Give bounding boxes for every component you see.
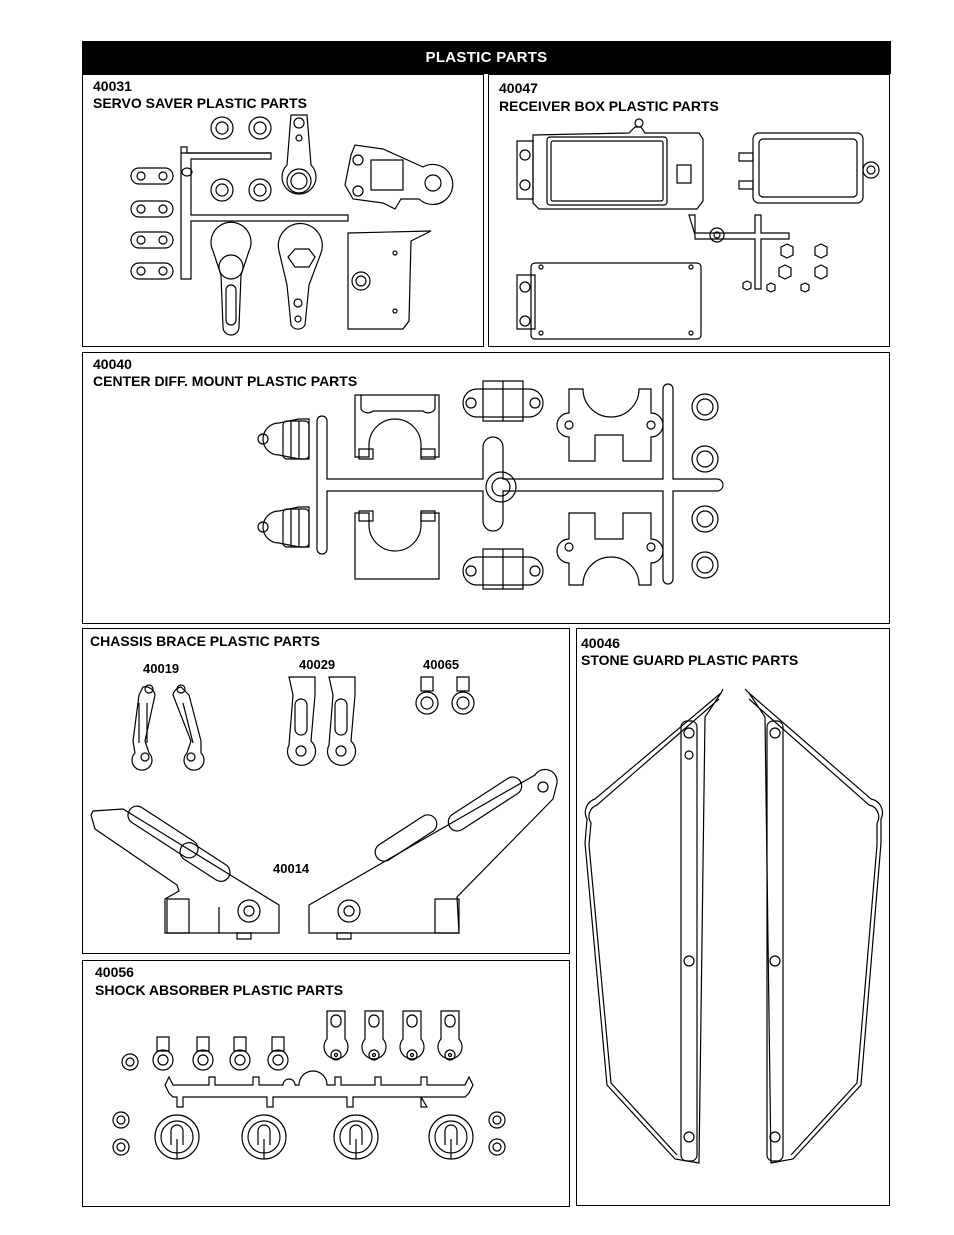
part-code: 40047	[499, 80, 538, 96]
chassis-brace-drawing	[83, 629, 571, 955]
part-code: 40056	[95, 964, 134, 980]
brace-link-left	[132, 685, 155, 770]
sub-code-40029: 40029	[299, 657, 336, 672]
washer	[489, 1112, 505, 1128]
servo-arm-upper	[282, 115, 316, 194]
shock-cap	[334, 1115, 378, 1159]
panel-receiver-box: 40047 RECEIVER BOX PLASTIC PARTS	[488, 74, 890, 347]
diff-mount-lower	[355, 511, 439, 579]
washer	[122, 1054, 138, 1070]
part-name: RECEIVER BOX PLASTIC PARTS	[499, 98, 719, 114]
stone-guard-right	[745, 689, 882, 1163]
bushing	[692, 552, 718, 578]
receiver-box-gasket	[739, 133, 879, 203]
receiver-box-drawing	[489, 75, 891, 348]
bearing-holder	[258, 419, 309, 459]
sub-code-40065: 40065	[423, 657, 460, 672]
ring-washer	[211, 117, 233, 139]
panel-servo-saver: 40031 SERVO SAVER PLASTIC PARTS	[82, 74, 484, 347]
rod-end-large	[400, 1011, 424, 1060]
receiver-box-lid	[517, 119, 703, 209]
nut-sprue	[689, 215, 827, 292]
part-code: 40040	[93, 356, 132, 372]
diff-mount-right-upper	[557, 389, 663, 461]
panel-center-diff: 40040 CENTER DIFF. MOUNT PLASTIC PARTS	[82, 352, 890, 624]
diff-clamp-lower	[463, 549, 543, 589]
rod-end-large	[324, 1011, 348, 1060]
panel-chassis-brace: CHASSIS BRACE PLASTIC PARTS 40019 40029 …	[82, 628, 570, 954]
bushing	[692, 506, 718, 532]
bushing	[692, 394, 718, 420]
brace-post	[328, 677, 356, 765]
bushing	[692, 446, 718, 472]
page-header: PLASTIC PARTS	[82, 41, 891, 74]
part-name: CHASSIS BRACE PLASTIC PARTS	[90, 633, 320, 649]
stone-guard-drawing	[577, 629, 891, 1207]
ring-washer	[249, 117, 271, 139]
washer	[489, 1139, 505, 1155]
chassis-brace-left	[91, 803, 279, 939]
twin-link	[131, 168, 173, 184]
twin-link	[131, 201, 173, 217]
panel-stone-guard: 40046 STONE GUARD PLASTIC PARTS	[576, 628, 890, 1206]
ring-washer	[249, 179, 271, 201]
rod-end-small	[153, 1037, 173, 1070]
sub-code-40014: 40014	[273, 861, 310, 876]
stone-guard-left	[585, 689, 723, 1163]
twin-link	[131, 263, 173, 279]
shock-absorber-drawing	[83, 961, 571, 1208]
part-name: STONE GUARD PLASTIC PARTS	[581, 652, 799, 668]
washer	[113, 1139, 129, 1155]
servo-horn-round	[211, 222, 251, 335]
servo-saver-drawing	[83, 75, 485, 348]
ball-end	[416, 677, 438, 714]
center-diff-drawing	[83, 353, 891, 625]
rod-end-small	[268, 1037, 288, 1070]
shock-cap	[429, 1115, 473, 1159]
diff-clamp-upper	[463, 381, 543, 421]
sub-code-40019: 40019	[143, 661, 180, 676]
shock-cap	[242, 1115, 286, 1159]
washer	[113, 1112, 129, 1128]
twin-link	[131, 232, 173, 248]
rod-end-small	[193, 1037, 213, 1070]
chassis-brace-right	[309, 769, 557, 939]
ring-washer	[211, 179, 233, 201]
brace-post	[288, 677, 316, 765]
diff-mount-upper	[355, 395, 439, 459]
part-name: CENTER DIFF. MOUNT PLASTIC PARTS	[93, 373, 358, 389]
ball-end	[452, 677, 474, 714]
bearing-holder	[258, 507, 309, 547]
brace-link-right	[173, 685, 204, 770]
part-code: 40046	[581, 635, 620, 651]
shock-cap	[155, 1115, 199, 1159]
rod-end-large	[362, 1011, 386, 1060]
saver-bracket	[345, 145, 453, 209]
part-name: SHOCK ABSORBER PLASTIC PARTS	[95, 982, 344, 998]
servo-mount-plate	[348, 231, 431, 329]
rod-end-large	[438, 1011, 462, 1060]
part-name: SERVO SAVER PLASTIC PARTS	[93, 95, 307, 111]
receiver-box-base	[517, 263, 701, 339]
diff-mount-right-lower	[557, 513, 663, 585]
page-title: PLASTIC PARTS	[425, 49, 548, 66]
rod-end-small	[230, 1037, 250, 1070]
servo-horn-hex	[278, 224, 322, 330]
panel-shock-absorber: 40056 SHOCK ABSORBER PLASTIC PARTS	[82, 960, 570, 1207]
part-code: 40031	[93, 78, 132, 94]
